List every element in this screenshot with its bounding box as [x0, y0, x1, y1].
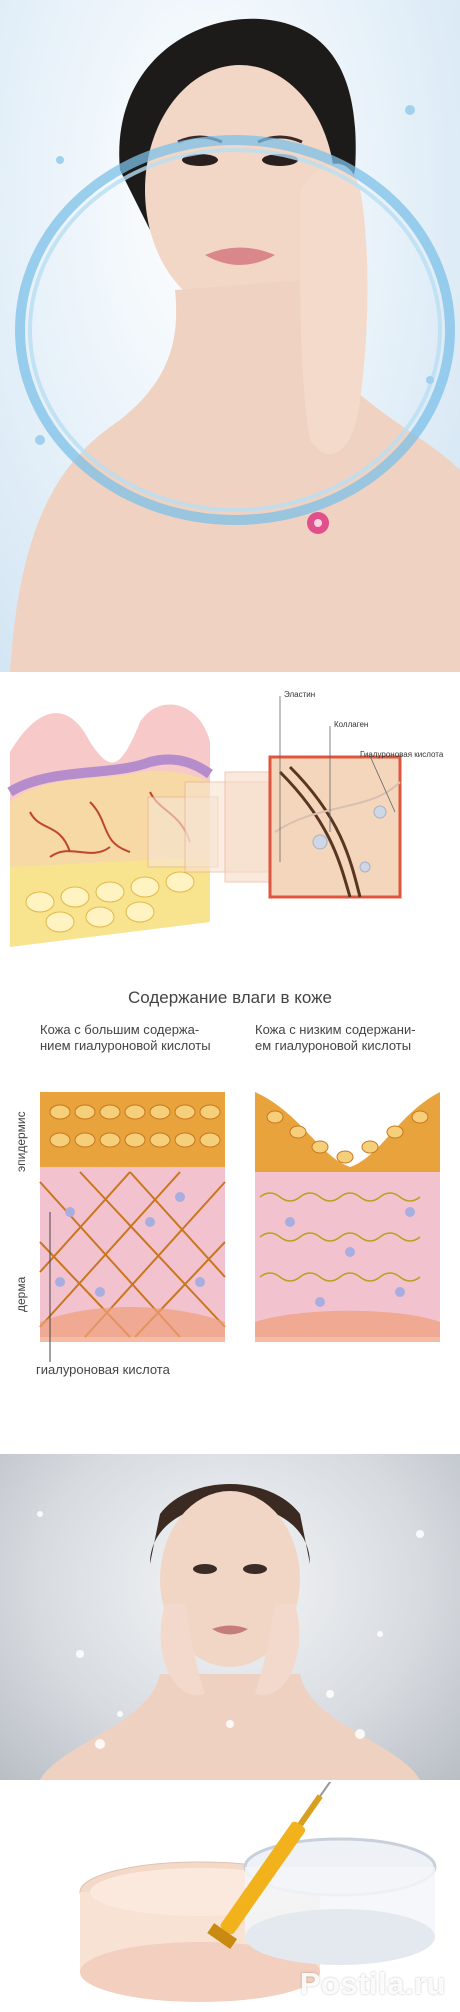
portrait-illustration: [10, 18, 460, 672]
cream-jars-illustration: [79, 1782, 437, 2002]
moisture-skin-illustration: [39, 1092, 440, 1362]
label-elastin: Эластин: [284, 690, 316, 699]
label-dermis: дерма: [14, 1276, 28, 1312]
skin-block-illustration: [7, 696, 402, 947]
skin-structure-diagram: Эластин Коллаген Гиалуроновая кислота: [0, 682, 460, 966]
splash-illustration: [37, 1484, 424, 1780]
moisture-diagram-title: Содержание влаги в коже: [128, 988, 332, 1007]
low-hyaluronic-caption: Кожа с низким содержани- ем гиалуроновой…: [255, 1022, 416, 1053]
moisture-content-diagram: Содержание влаги в коже Кожа с большим с…: [0, 982, 460, 1448]
high-hyaluronic-caption: Кожа с большим содержа- нием гиалуроново…: [40, 1022, 211, 1053]
label-epidermis: эпидермис: [14, 1111, 28, 1172]
portrait-water-ring-photo: [0, 0, 460, 672]
label-hyaluronic-bottom: гиалуроновая кислота: [36, 1362, 170, 1377]
face-splash-photo: [0, 1454, 460, 1780]
label-collagen: Коллаген: [334, 720, 369, 729]
watermark-logo: Postila.ru: [299, 1966, 446, 2001]
label-hyaluronic-acid: Гиалуроновая кислота: [360, 750, 444, 759]
cream-syringe-photo: Postila.ru: [0, 1782, 460, 2012]
